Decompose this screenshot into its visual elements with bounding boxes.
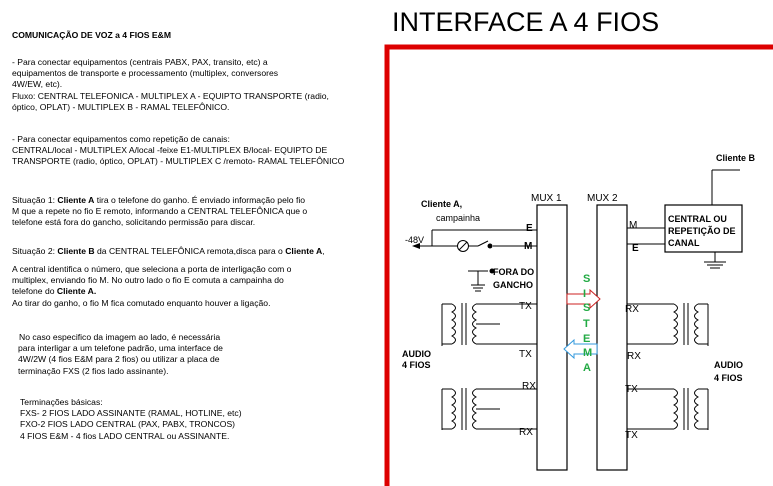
sistema-letter: T: [583, 318, 590, 330]
mux2-rx2-label: RX: [627, 351, 641, 362]
text-heading: COMUNICAÇÃO DE VOZ a 4 FIOS E&M: [12, 30, 171, 40]
transformers-b: [627, 303, 709, 430]
mux2-e-label: E: [632, 243, 639, 254]
text-situacao1-line: telefone está fora do gancho, solicitand…: [12, 217, 256, 228]
text-p3-line: 4W/2W (4 fios E&M para 2 fios) ou utiliz…: [18, 354, 220, 365]
fios-a-label: 4 FIOS: [402, 360, 431, 370]
mux2-tx2-label: TX: [625, 430, 638, 441]
red-frame: [384, 44, 773, 486]
transformers-a: [441, 303, 537, 430]
fios-b-label: 4 FIOS: [714, 373, 743, 383]
text-p1-line: - Para conectar equipamentos (centrais P…: [12, 57, 268, 67]
fora-do-label: FORA DO: [493, 267, 534, 277]
text-p2-line: TRANSPORTE (radio, óptico, OPLAT) - MULT…: [12, 156, 345, 167]
mux1-tx2-label: TX: [519, 349, 532, 360]
audio-a-label: AUDIO: [402, 349, 431, 359]
signaling-wiring-b: [627, 169, 740, 269]
text-situacao1-line: M que a repete no fio E remoto, informan…: [12, 206, 308, 217]
rx-arrow-left: [563, 338, 598, 360]
text-situacao2-line: telefone do Cliente A.: [12, 286, 97, 297]
text-p4-line: Terminações básicas:: [20, 397, 103, 407]
sistema-letter: S: [583, 302, 590, 314]
text-p4-line: FXO-2 FIOS LADO CENTRAL (PAX, PABX, TRON…: [20, 419, 236, 430]
text-p3-line: No caso especifico da imagem ao lado, é …: [19, 332, 221, 342]
text-p4-line: FXS- 2 FIOS LADO ASSINANTE (RAMAL, HOTLI…: [20, 408, 242, 419]
mux1-e-label: E: [526, 223, 533, 234]
cliente-a-label: Cliente A,: [421, 199, 462, 209]
text-p4-line: 4 FIOS E&M - 4 fios LADO CENTRAL ou ASSI…: [20, 430, 230, 441]
sistema-letter: E: [583, 333, 590, 345]
tx-arrow-right: [566, 288, 601, 310]
text-p2-line: - Para conectar equipamentos como repeti…: [12, 134, 230, 144]
central-label-line3: CANAL: [668, 238, 700, 248]
text-p1-line: equipamentos de transporte e processamen…: [12, 68, 279, 79]
text-p1-line: óptico, OPLAT) - MULTIPLEX B - RAMAL TEL…: [12, 101, 230, 112]
sistema-letter: I: [583, 288, 586, 300]
central-label-line1: CENTRAL OU: [668, 214, 727, 224]
text-situacao1: Situação 1: Cliente A tira o telefone do…: [12, 195, 306, 205]
hook-switch-icon: [489, 268, 495, 274]
campainha-label: campainha: [436, 213, 480, 223]
sistema-letter: M: [583, 347, 592, 359]
mux1-box: [536, 204, 568, 471]
text-situacao2-line: multiplex, enviando fio M. No outro lado…: [12, 275, 284, 286]
mux2-tx1-label: TX: [625, 384, 638, 395]
mux1-label: MUX 1: [531, 193, 562, 204]
mux2-m-label: M: [629, 220, 637, 231]
sistema-letter: S: [583, 273, 590, 285]
text-situacao2: Situação 2: Cliente B da CENTRAL TELEFÔN…: [12, 246, 325, 256]
hook-contact-icon: [487, 243, 493, 249]
text-situacao2-line: A central identifica o número, que selec…: [12, 264, 292, 274]
arrow-48v: [412, 243, 420, 249]
text-p3-line: terminação FXS (2 fios lado assinante).: [18, 365, 169, 376]
mux1-rx2-label: RX: [519, 427, 533, 438]
text-p3-line: para interligar a um telefone padrão, um…: [18, 343, 223, 354]
central-label-line2: REPETIÇÃO DE: [668, 226, 736, 236]
mux2-label: MUX 2: [587, 193, 618, 204]
mux2-box: [596, 204, 628, 471]
gancho-label: GANCHO: [493, 280, 533, 290]
signaling-wiring-a: [418, 229, 537, 292]
text-p1-line: 4W/EW, etc).: [12, 79, 63, 90]
sistema-letter: A: [583, 362, 591, 374]
audio-b-label: AUDIO: [714, 360, 743, 370]
mux1-m-label: M: [524, 241, 532, 252]
mux1-tx1-label: TX: [519, 301, 532, 312]
mux1-rx1-label: RX: [522, 381, 536, 392]
page-title: INTERFACE A 4 FIOS: [392, 7, 660, 37]
cliente-b-label: Cliente B: [716, 153, 756, 163]
text-p2-line: CENTRAL/local - MULTIPLEX A/local -feixe…: [12, 145, 328, 156]
central-box: [664, 204, 743, 253]
mux2-rx1-label: RX: [625, 304, 639, 315]
text-situacao2-line: Ao tirar do ganho, o fio M fica comutado…: [12, 297, 271, 308]
voltage-label: -48V: [405, 235, 424, 245]
text-p1-line: Fluxo: CENTRAL TELEFONICA - MULTIPLEX A …: [12, 90, 329, 101]
